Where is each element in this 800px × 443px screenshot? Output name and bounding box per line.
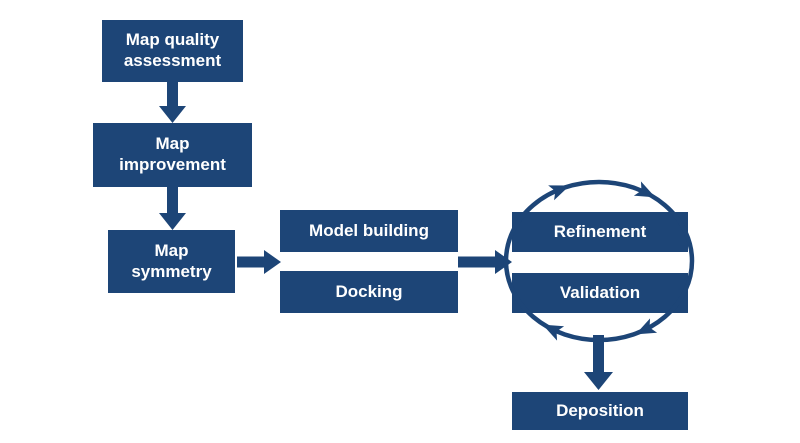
node-label: Map improvement (119, 134, 226, 174)
node-docking: Docking (280, 271, 458, 313)
arrow-down-quality-to-improvement (159, 82, 186, 123)
node-model-building: Model building (280, 210, 458, 252)
cycle-arrowhead-bottom-right (635, 318, 658, 335)
node-validation: Validation (512, 273, 688, 313)
arrow-right-modeling-to-refinement (458, 250, 512, 274)
cycle-separator-band (505, 252, 695, 273)
node-map-symmetry: Map symmetry (108, 230, 235, 293)
node-map-quality-assessment: Map quality assessment (102, 20, 243, 82)
node-label: Validation (559, 282, 641, 302)
node-label: Model building (309, 220, 429, 240)
cycle-arrowhead-top-left (548, 185, 570, 201)
node-label: Deposition (556, 400, 644, 420)
node-refinement-validation-group: Refinement Validation (505, 212, 695, 313)
cycle-arrowhead-top-right (633, 181, 656, 198)
node-deposition: Deposition (512, 392, 688, 430)
node-refinement: Refinement (512, 212, 688, 252)
node-label: Docking (335, 281, 403, 301)
node-label: Map quality assessment (123, 30, 222, 70)
node-label: Refinement (553, 221, 647, 241)
arrow-down-cycle-to-deposition (584, 335, 613, 390)
node-label: Map symmetry (131, 240, 212, 281)
node-map-improvement: Map improvement (93, 123, 252, 187)
cycle-arrowhead-bottom-left (542, 324, 565, 341)
arrow-right-symmetry-to-modeling (237, 250, 281, 274)
arrow-down-improvement-to-symmetry (159, 187, 186, 230)
